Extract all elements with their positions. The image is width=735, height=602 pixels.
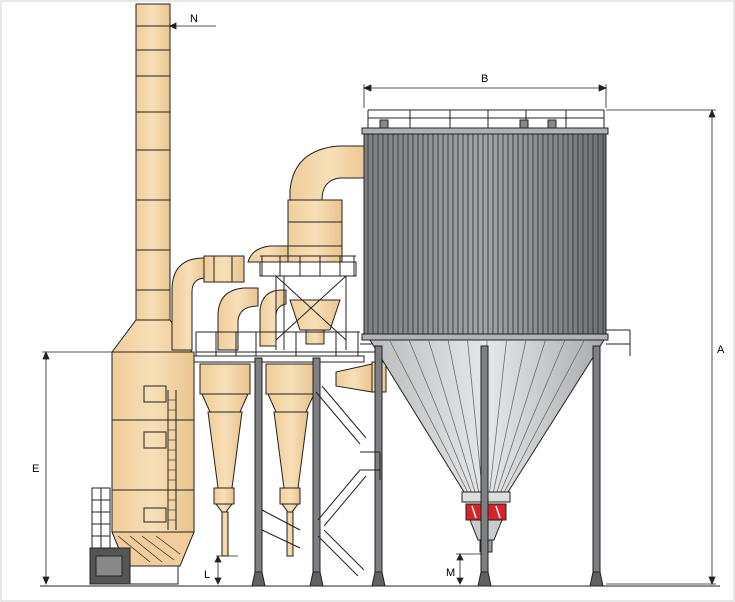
hopper-rib (500, 339, 566, 493)
dim-label-e: E (32, 463, 39, 475)
dim-label-l: L (204, 569, 210, 581)
hopper-rib (428, 339, 476, 493)
support-leg (254, 357, 263, 585)
hopper-rib (467, 339, 483, 493)
upper-platform (259, 255, 357, 350)
support-leg (374, 345, 383, 585)
dim-label-n: N (190, 13, 198, 25)
hopper-rib (489, 339, 507, 493)
hopper-rib (389, 339, 469, 493)
leg-foot (251, 571, 266, 587)
support-leg (480, 345, 489, 585)
dim-label-b: B (481, 73, 488, 85)
dimension-lines (42, 22, 716, 586)
leg-foot (477, 571, 492, 587)
hopper-rib (496, 339, 546, 493)
dim-label-m: M (446, 567, 455, 579)
cyclone-left (199, 363, 251, 557)
support-leg (592, 345, 601, 585)
hopper-rib (408, 339, 472, 493)
hopper-rib (492, 339, 527, 493)
dimension-labels: N B A E L M (32, 13, 725, 581)
support-legs (251, 345, 604, 587)
cyclone-right (265, 363, 317, 557)
main-platform (193, 331, 365, 363)
hopper-rib (447, 339, 480, 493)
fan-housing (111, 351, 195, 585)
baghouse (360, 109, 631, 356)
hopper-rib (503, 339, 585, 493)
exhaust-stack (111, 3, 193, 353)
stairs (261, 385, 381, 577)
leg-foot (309, 571, 324, 587)
leg-foot (589, 571, 604, 587)
fan-motor (89, 487, 131, 585)
dim-label-a: A (717, 344, 725, 356)
leg-foot (371, 571, 386, 587)
